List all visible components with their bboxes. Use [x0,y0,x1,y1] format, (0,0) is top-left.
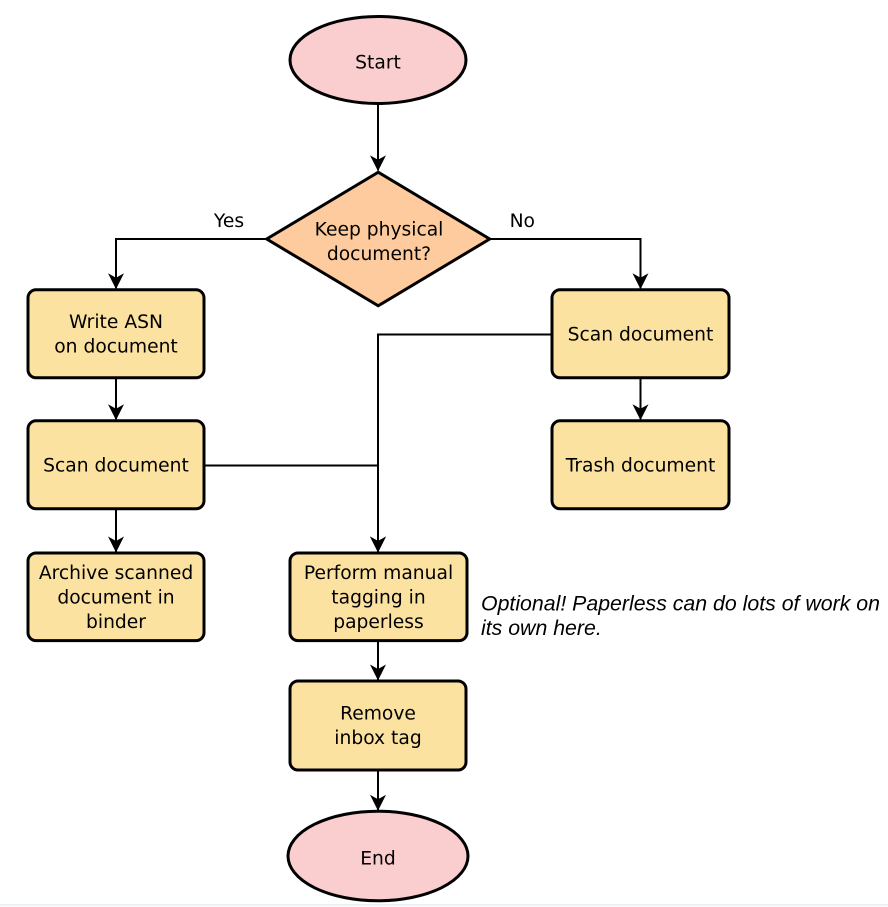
tagging-label-line2: tagging in [331,587,425,608]
end-label: End [360,849,396,870]
tagging-label-line1: Perform manual [304,563,453,584]
node-trash: Trash document [550,419,731,511]
edge-label-no: No [510,211,535,232]
edge-scan-right-to-tagging [370,333,552,553]
node-write-asn: Write ASN on document [26,288,206,380]
footer-band [0,905,888,907]
scan-left-label: Scan document [43,455,189,476]
keep-physical-diamond [263,170,493,308]
edges-layer [108,103,649,811]
node-tagging: Perform manual tagging in paperless [288,551,469,643]
annotation-line2: its own here. [481,616,602,640]
footer-divider-line [0,904,888,906]
remove-inbox-label-line1: Remove [340,704,416,725]
node-archive: Archive scanned document in binder [26,551,206,643]
keep-physical-label-line1: Keep physical [315,220,444,241]
edge-label-yes: Yes [213,211,244,232]
scan-right-label: Scan document [568,324,714,345]
scan-left-box [26,419,206,511]
tagging-box [288,551,469,643]
archive-label-line2: document in [57,587,174,608]
edge-keep-to-scan-right [489,238,649,290]
archive-label-line1: Archive scanned [39,563,193,584]
footer [0,904,888,907]
write-asn-label-line2: on document [54,337,178,358]
edge-labels-layer: Yes No [213,211,535,232]
annotation: Optional! Paperless can do lots of work … [481,592,880,640]
node-scan-left: Scan document [26,419,206,511]
start-ellipse [288,15,468,105]
node-remove-inbox: Remove inbox tag [288,679,468,772]
trash-label: Trash document [565,455,716,476]
keep-physical-label-line2: document? [327,244,431,265]
edge-scan-left-to-tagging [204,464,386,553]
node-scan-right: Scan document [550,288,731,380]
edge-keep-to-write-asn [108,238,267,290]
remove-inbox-label-line2: inbox tag [334,728,421,749]
write-asn-label-line1: Write ASN [69,312,163,333]
tagging-label-line3: paperless [333,612,424,633]
node-keep-physical: Keep physical document? [263,170,493,308]
node-end: End [286,809,470,903]
scan-right-box [550,288,731,380]
node-start: Start [288,15,468,105]
write-asn-box [26,288,206,380]
trash-box [550,419,731,511]
archive-box [26,551,206,643]
end-ellipse [286,809,470,903]
archive-label-line3: binder [86,612,146,633]
remove-inbox-box [288,679,468,772]
start-label: Start [355,53,401,74]
annotation-line1: Optional! Paperless can do lots of work … [481,592,880,616]
